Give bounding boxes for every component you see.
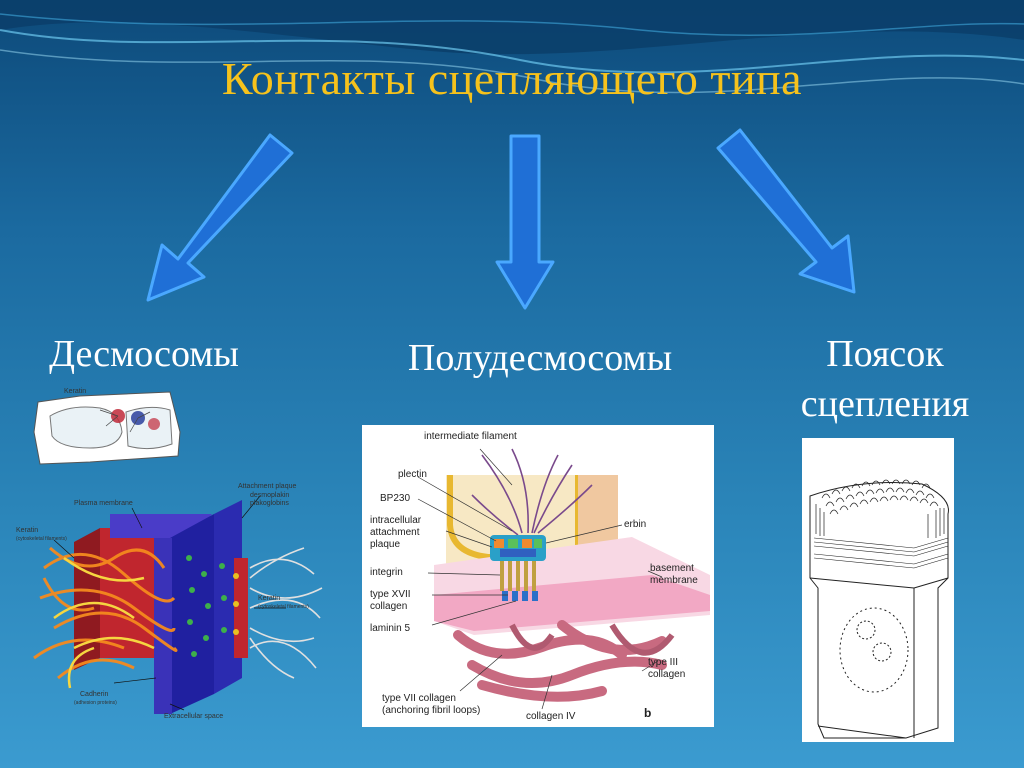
label-hemidesmosomes: Полудесмосомы bbox=[407, 337, 673, 379]
attachment-plaque-label: Attachment plaque bbox=[238, 483, 296, 490]
desmosome-diagram: Plasma membrane Attachment plaque desmop… bbox=[16, 483, 323, 720]
type-xvii-label-2: collagen bbox=[370, 601, 407, 612]
erbin-label: erbin bbox=[624, 519, 646, 530]
label-desmosomes: Десмосомы bbox=[49, 333, 239, 375]
laminin-label: laminin 5 bbox=[370, 623, 410, 634]
keratin-small-label: Keratin bbox=[64, 388, 86, 395]
basement-label-2: membrane bbox=[650, 575, 698, 586]
collagen-iv-label: collagen IV bbox=[526, 711, 576, 722]
plectin-label: plectin bbox=[398, 469, 427, 480]
arrow-down-icon bbox=[495, 134, 555, 310]
cadherin-label: Cadherin bbox=[80, 691, 109, 698]
intermediate-filament-label: intermediate filament bbox=[424, 431, 517, 442]
arrow-right-icon bbox=[716, 128, 856, 294]
integrin-label: integrin bbox=[370, 567, 403, 578]
slide-title: Контакты сцепляющего типа bbox=[221, 53, 803, 104]
arrow-left-icon bbox=[146, 133, 294, 302]
plasma-membrane-label: Plasma membrane bbox=[74, 500, 133, 507]
keratin-left-label: Keratin bbox=[16, 527, 38, 534]
keratin-right-sub-label: (cytoskeletal filaments) bbox=[258, 604, 309, 610]
hemidesmosome-panel: intermediate filament plectin BP230 intr… bbox=[362, 425, 714, 727]
panel-letter: b bbox=[644, 706, 651, 720]
belt-junction-panel bbox=[802, 438, 954, 742]
extracellular-space-label: Extracellular space bbox=[164, 713, 223, 720]
intracellular-label-3: plaque bbox=[370, 539, 400, 550]
label-belt-line2: сцепления bbox=[800, 383, 970, 425]
basement-label-1: basement bbox=[650, 563, 694, 574]
bp230-label: BP230 bbox=[380, 493, 410, 504]
keratin-left-sub-label: (cytoskeletal filaments) bbox=[16, 536, 67, 542]
cadherin-sub-label: (adhesion proteins) bbox=[74, 700, 117, 706]
type-iii-label-2: collagen bbox=[648, 669, 685, 680]
type-vii-label-1: type VII collagen bbox=[382, 693, 456, 704]
label-belt-line1: Поясок bbox=[826, 333, 944, 375]
decorative-wave bbox=[0, 0, 1024, 94]
belt-junction-diagram bbox=[809, 479, 949, 739]
type-xvii-label-1: type XVII bbox=[370, 589, 411, 600]
desmosome-small-diagram: Keratin bbox=[33, 388, 181, 465]
hemidesmosome-diagram: intermediate filament plectin BP230 intr… bbox=[370, 431, 710, 722]
keratin-right-label: Keratin bbox=[258, 595, 280, 602]
intracellular-label-2: attachment bbox=[370, 527, 420, 538]
plakoglobins-label: plakoglobins bbox=[250, 500, 289, 507]
desmoplakin-label: desmoplakin bbox=[250, 492, 289, 499]
type-vii-label-2: (anchoring fibril loops) bbox=[382, 705, 480, 716]
type-iii-label-1: type III bbox=[648, 657, 678, 668]
intracellular-label-1: intracellular bbox=[370, 515, 422, 526]
